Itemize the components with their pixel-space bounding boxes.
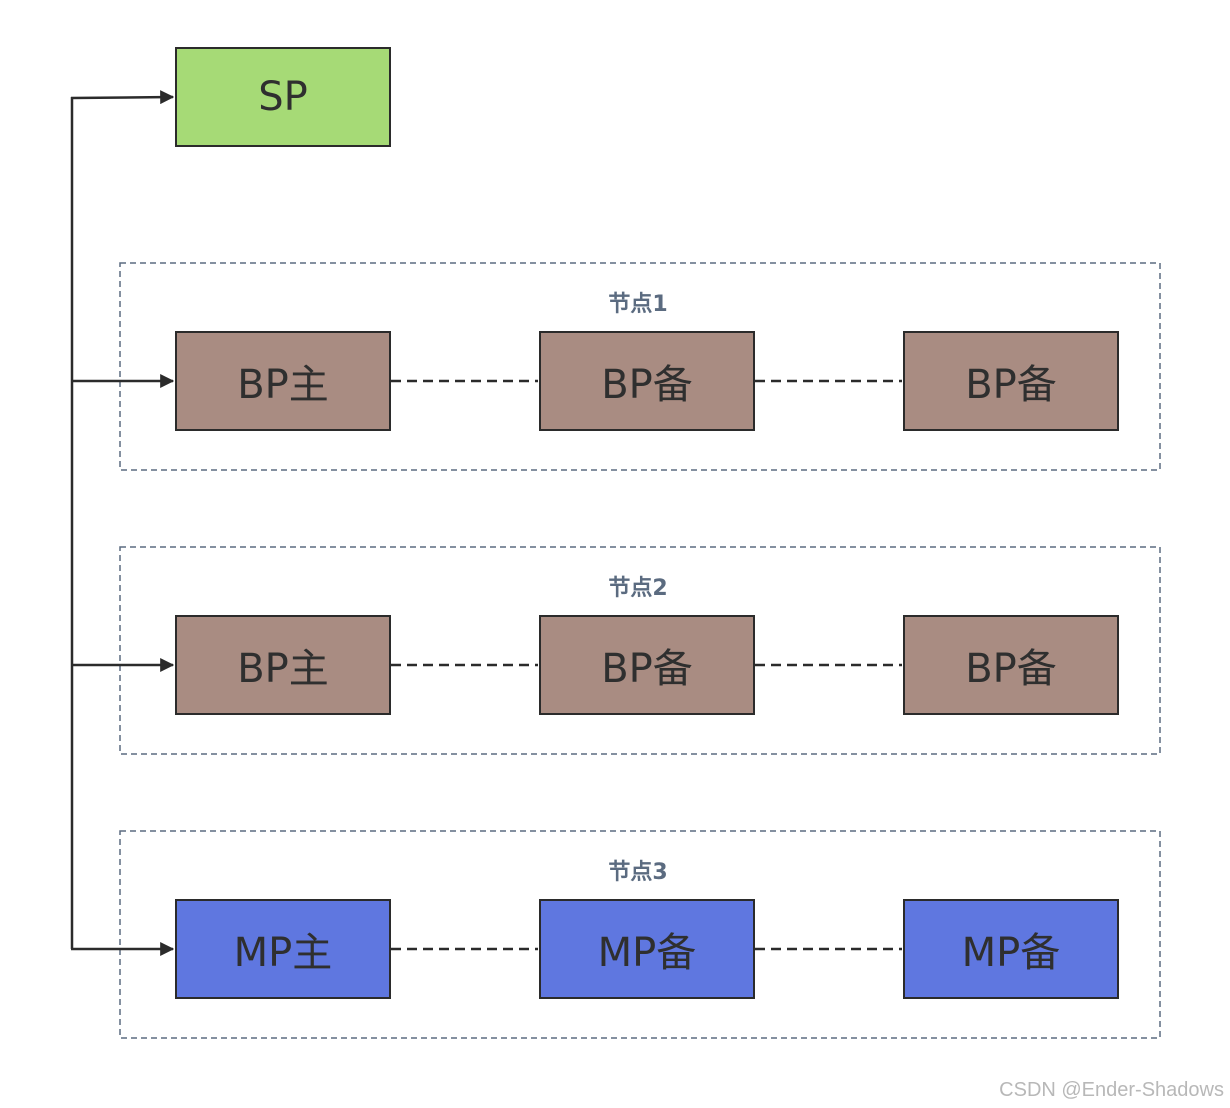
node-label: BP备 (601, 362, 693, 408)
group-title-2: 节点2 (608, 576, 668, 601)
group-2-node-1: BP主 (175, 615, 391, 715)
watermark: CSDN @Ender-Shadows (999, 1079, 1224, 1101)
node-label: BP备 (601, 646, 693, 692)
group-1-node-1: BP主 (175, 331, 391, 431)
group-1-node-2: BP备 (539, 331, 755, 431)
arrow-to-sp (70, 90, 175, 105)
group-2-node-3: BP备 (903, 615, 1119, 715)
node-label: BP主 (237, 362, 329, 408)
group-title-3: 节点3 (608, 860, 668, 885)
group-3-node-1: MP主 (175, 899, 391, 999)
sp-node-label: SP (258, 74, 308, 120)
group-2-node-2: BP备 (539, 615, 755, 715)
group-frame-2 (119, 546, 1161, 755)
node-label: BP备 (965, 362, 1057, 408)
group-1-node-3: BP备 (903, 331, 1119, 431)
node-label: MP备 (961, 930, 1061, 976)
node-label: BP备 (965, 646, 1057, 692)
group-title-1: 节点1 (608, 292, 668, 317)
node-label: BP主 (237, 646, 329, 692)
group-3-node-2: MP备 (539, 899, 755, 999)
group-frame-1 (119, 262, 1161, 471)
group-frame-3 (119, 830, 1161, 1039)
node-label: MP备 (597, 930, 697, 976)
group-3-node-3: MP备 (903, 899, 1119, 999)
node-label: MP主 (233, 930, 333, 976)
sp-node: SP (175, 47, 391, 147)
